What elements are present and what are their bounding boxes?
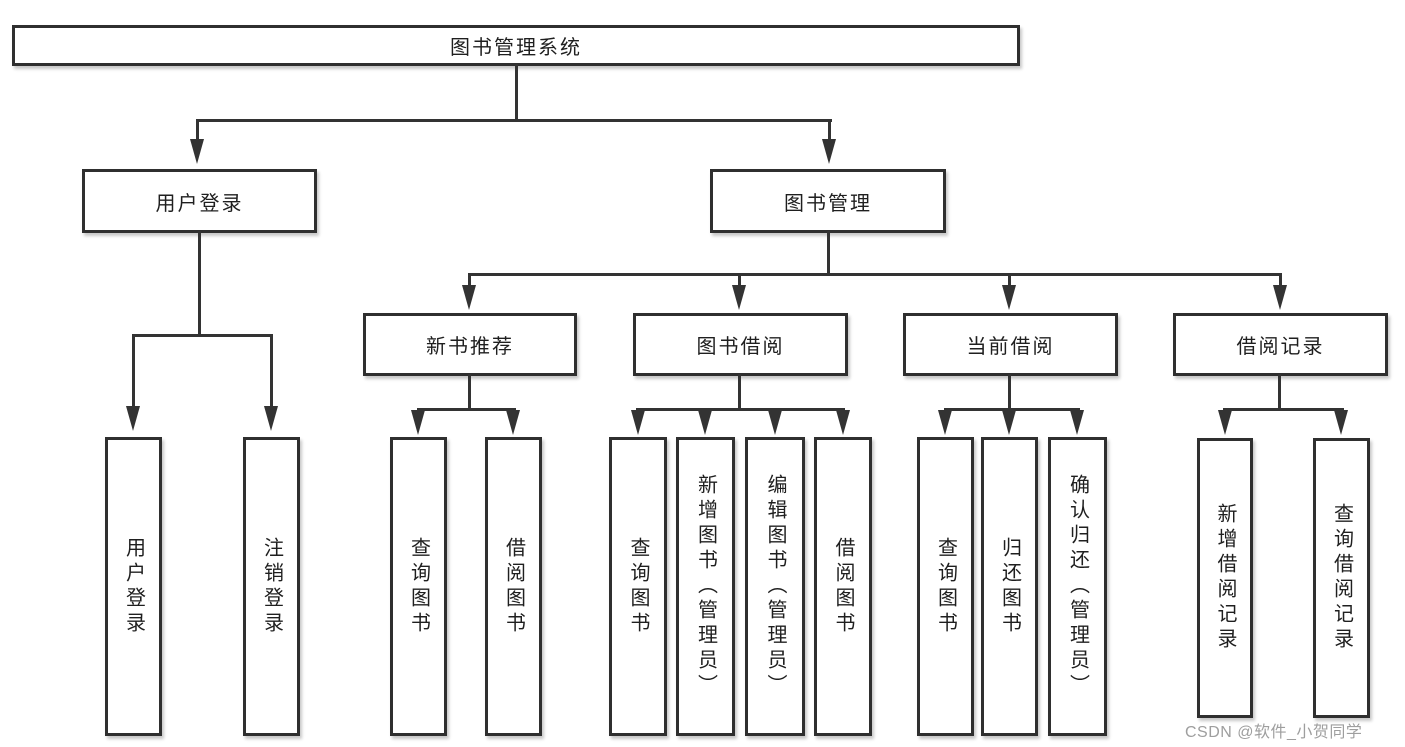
connector-root-stub	[515, 64, 518, 121]
connector-shaft	[1008, 273, 1011, 287]
connector-shaft	[196, 119, 199, 141]
leaf-newbook-query-label: 查询图书	[407, 536, 430, 637]
node-borrow-record: 借阅记录	[1173, 313, 1388, 376]
leaf-record-add-label: 新增借阅记录	[1214, 503, 1236, 653]
arrow-down-icon	[1070, 410, 1084, 435]
node-user-login-label: 用户登录	[155, 192, 244, 215]
node-user-login: 用户登录	[82, 169, 317, 233]
leaf-user-login-label: 用户登录	[122, 536, 145, 637]
connector-shaft	[270, 334, 273, 408]
arrow-down-icon	[506, 410, 520, 435]
connector-userlogin-stub	[198, 231, 201, 336]
node-root: 图书管理系统	[12, 25, 1020, 66]
leaf-record-query: 查询借阅记录	[1313, 438, 1370, 718]
leaf-newbook-query: 查询图书	[390, 437, 447, 736]
leaf-borrow-borrow: 借阅图书	[814, 437, 872, 736]
node-root-label: 图书管理系统	[450, 37, 582, 59]
leaf-current-return: 归还图书	[981, 437, 1038, 736]
arrow-down-icon	[768, 410, 782, 435]
leaf-current-confirm-label: 确认归还（管理员）	[1066, 474, 1089, 699]
node-borrow-record-label: 借阅记录	[1236, 336, 1325, 358]
arrow-down-icon	[698, 410, 712, 435]
node-current-borrow: 当前借阅	[903, 313, 1118, 376]
leaf-record-add: 新增借阅记录	[1197, 438, 1253, 718]
arrow-down-icon	[836, 410, 850, 435]
leaf-current-return-label: 归还图书	[998, 536, 1021, 637]
leaf-newbook-borrow-label: 借阅图书	[502, 536, 525, 637]
node-book-borrow-label: 图书借阅	[696, 336, 785, 358]
arrow-down-icon	[1002, 285, 1016, 310]
arrow-down-icon	[822, 139, 836, 164]
arrow-down-icon	[411, 410, 425, 435]
leaf-logout: 注销登录	[243, 437, 300, 736]
leaf-newbook-borrow: 借阅图书	[485, 437, 542, 736]
arrow-down-icon	[462, 285, 476, 310]
connector-bookborrow-hline	[636, 408, 845, 411]
node-book-mgmt-label: 图书管理	[784, 192, 872, 215]
leaf-current-query-label: 查询图书	[934, 536, 957, 637]
connector-shaft	[828, 119, 831, 141]
leaf-borrow-add-label: 新增图书（管理员）	[694, 474, 717, 699]
arrow-down-icon	[1218, 410, 1232, 435]
arrow-down-icon	[190, 139, 204, 164]
connector-newbook-hline	[417, 408, 516, 411]
node-new-book-label: 新书推荐	[426, 336, 514, 358]
leaf-borrow-borrow-label: 借阅图书	[832, 536, 854, 637]
node-current-borrow-label: 当前借阅	[966, 336, 1055, 358]
node-book-borrow: 图书借阅	[633, 313, 848, 376]
arrow-down-icon	[264, 406, 278, 431]
arrow-down-icon	[631, 410, 645, 435]
leaf-logout-label: 注销登录	[260, 536, 283, 637]
connector-shaft	[468, 273, 471, 287]
leaf-borrow-edit-label: 编辑图书（管理员）	[764, 474, 786, 699]
connector-newbook-stub	[468, 374, 471, 410]
connector-borrowrecord-stub	[1278, 374, 1281, 410]
connector-shaft	[1279, 273, 1282, 287]
leaf-borrow-query-label: 查询图书	[627, 536, 649, 637]
connector-userlogin-hline	[132, 334, 273, 337]
leaf-borrow-query: 查询图书	[609, 437, 667, 736]
connector-currentborrow-hline	[944, 408, 1080, 411]
arrow-down-icon	[1334, 410, 1348, 435]
leaf-borrow-edit: 编辑图书（管理员）	[745, 437, 805, 736]
leaf-borrow-add: 新增图书（管理员）	[676, 437, 735, 736]
arrow-down-icon	[126, 406, 140, 431]
node-book-mgmt: 图书管理	[710, 169, 946, 233]
arrow-down-icon	[1273, 285, 1287, 310]
connector-level2-hline	[196, 119, 832, 122]
leaf-current-confirm: 确认归还（管理员）	[1048, 437, 1107, 736]
leaf-current-query: 查询图书	[917, 437, 974, 736]
arrow-down-icon	[1002, 410, 1016, 435]
arrow-down-icon	[732, 285, 746, 310]
connector-shaft	[132, 334, 135, 408]
connector-bookmgmt-stub	[827, 231, 830, 276]
connector-borrowrecord-hline	[1223, 408, 1344, 411]
leaf-record-query-label: 查询借阅记录	[1330, 503, 1353, 653]
node-new-book: 新书推荐	[363, 313, 577, 376]
arrow-down-icon	[938, 410, 952, 435]
csdn-watermark: CSDN @软件_小贺同学	[1185, 724, 1363, 741]
connector-bookborrow-stub	[738, 374, 741, 410]
connector-currentborrow-stub	[1008, 374, 1011, 410]
leaf-user-login: 用户登录	[105, 437, 162, 736]
connector-shaft	[738, 273, 741, 287]
connector-level3-hline	[468, 273, 1282, 276]
